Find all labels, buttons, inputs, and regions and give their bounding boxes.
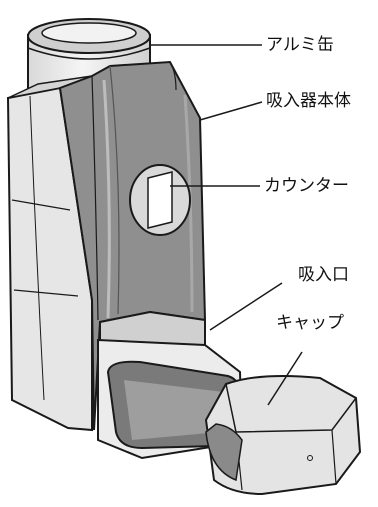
label-cap: キャップ [276,313,344,333]
label-inhaler-body: 吸入器本体 [266,91,351,111]
leader-line-cap [267,351,303,406]
inhaler-body [6,60,244,460]
counter-window [129,164,191,236]
leader-lines [150,44,303,406]
leader-line-body [199,101,263,121]
label-aluminum-can: アルミ缶 [266,35,334,55]
cap [204,375,362,496]
label-mouthpiece: 吸入口 [298,265,349,285]
mouthpiece [97,310,244,460]
label-counter: カウンター [264,176,349,196]
leader-line-mouthpiece [209,282,283,331]
